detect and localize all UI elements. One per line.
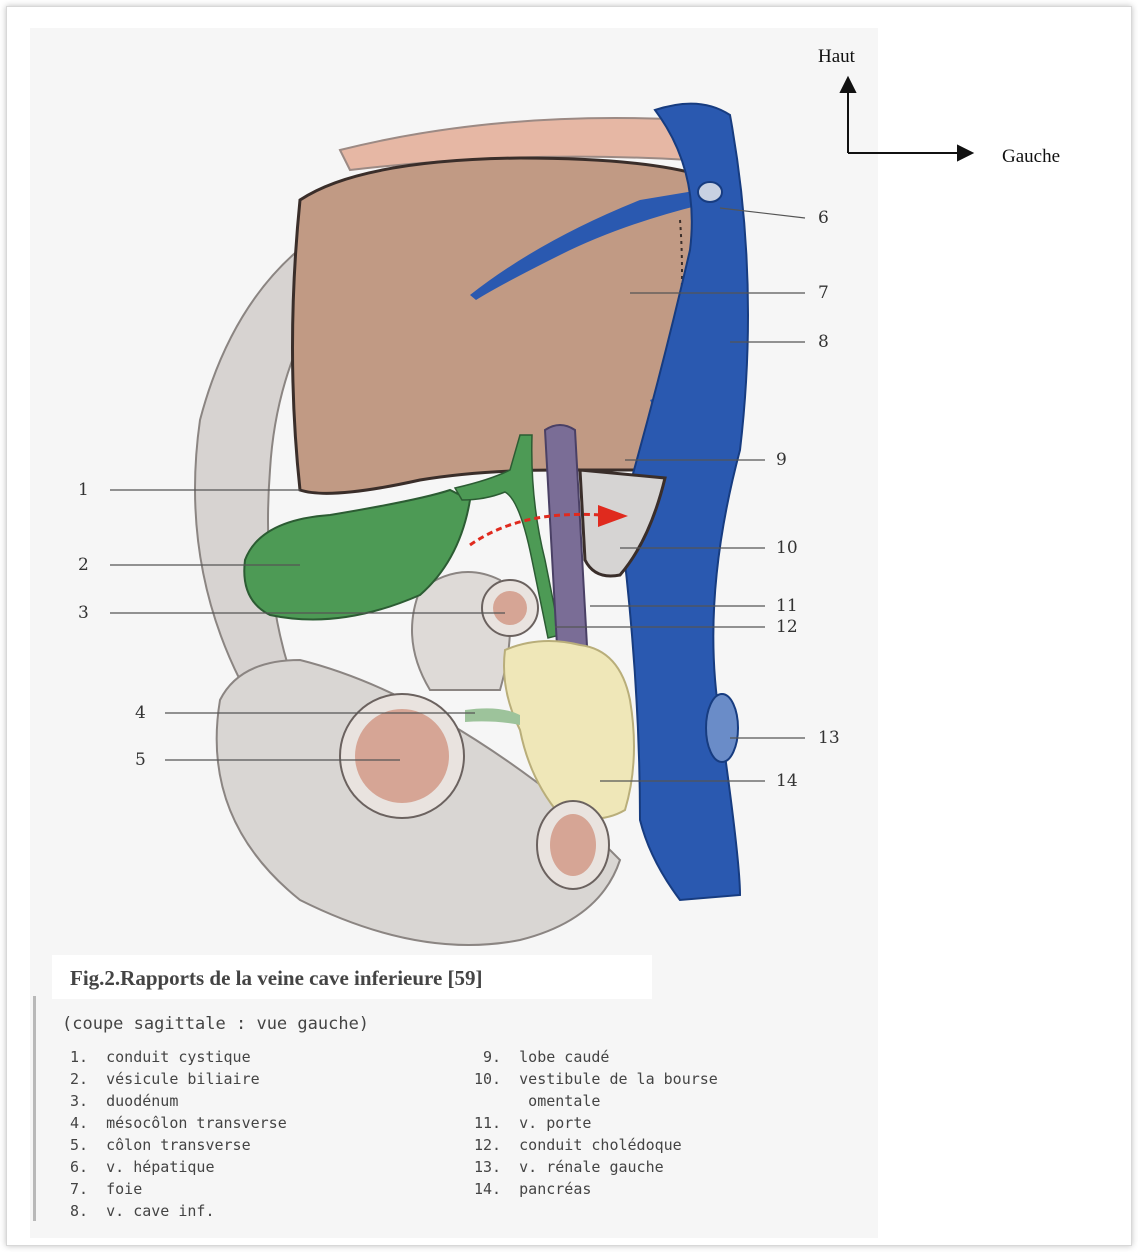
legend-item: 4. mésocôlon transverse bbox=[70, 1112, 287, 1134]
orientation-up-label: Haut bbox=[818, 46, 855, 68]
legend-item: 13. v. rénale gauche bbox=[474, 1156, 718, 1178]
renal-vein-opening bbox=[706, 694, 738, 762]
legend-right: 9. lobe caudé 10. vestibule de la bourse… bbox=[474, 1046, 718, 1200]
legend-item: 2. vésicule biliaire bbox=[70, 1068, 287, 1090]
legend-item: 7. foie bbox=[70, 1178, 287, 1200]
callout-11: 11 bbox=[776, 596, 798, 616]
callout-10: 10 bbox=[776, 538, 798, 558]
callout-6: 6 bbox=[818, 208, 829, 228]
callout-9: 9 bbox=[776, 450, 787, 470]
legend-item: 9. lobe caudé bbox=[474, 1046, 718, 1068]
callout-1: 1 bbox=[78, 480, 89, 500]
figure-subtitle: (coupe sagittale : vue gauche) bbox=[62, 1014, 369, 1034]
legend-item: 8. v. cave inf. bbox=[70, 1200, 287, 1222]
orientation-axes bbox=[841, 78, 972, 160]
callout-13: 13 bbox=[818, 728, 840, 748]
legend-item: 6. v. hépatique bbox=[70, 1156, 287, 1178]
legend-item: 11. v. porte bbox=[474, 1112, 718, 1134]
callout-2: 2 bbox=[78, 555, 89, 575]
right-arrow-icon bbox=[958, 146, 972, 160]
legend-item: 5. côlon transverse bbox=[70, 1134, 287, 1156]
legend-left: 1. conduit cystique 2. vésicule biliaire… bbox=[70, 1046, 287, 1222]
legend-item: 14. pancréas bbox=[474, 1178, 718, 1200]
callout-7: 7 bbox=[818, 283, 829, 303]
callout-5: 5 bbox=[135, 750, 146, 770]
hepatic-vein-opening bbox=[698, 182, 722, 202]
legend-item: omentale bbox=[474, 1090, 718, 1112]
figure-title: Fig.2.Rapports de la veine cave inferieu… bbox=[70, 966, 483, 991]
callout-12: 12 bbox=[776, 617, 798, 637]
callout-3: 3 bbox=[78, 603, 89, 623]
legend-item: 10. vestibule de la bourse bbox=[474, 1068, 718, 1090]
legend-item: 3. duodénum bbox=[70, 1090, 287, 1112]
legend-item: 1. conduit cystique bbox=[70, 1046, 287, 1068]
callout-8: 8 bbox=[818, 332, 829, 352]
callout-4: 4 bbox=[135, 703, 146, 723]
orientation-left-label: Gauche bbox=[1002, 146, 1060, 168]
up-arrow-icon bbox=[841, 78, 855, 92]
legend-bar bbox=[33, 996, 36, 1221]
legend-item: 12. conduit cholédoque bbox=[474, 1134, 718, 1156]
callout-14: 14 bbox=[776, 771, 798, 791]
